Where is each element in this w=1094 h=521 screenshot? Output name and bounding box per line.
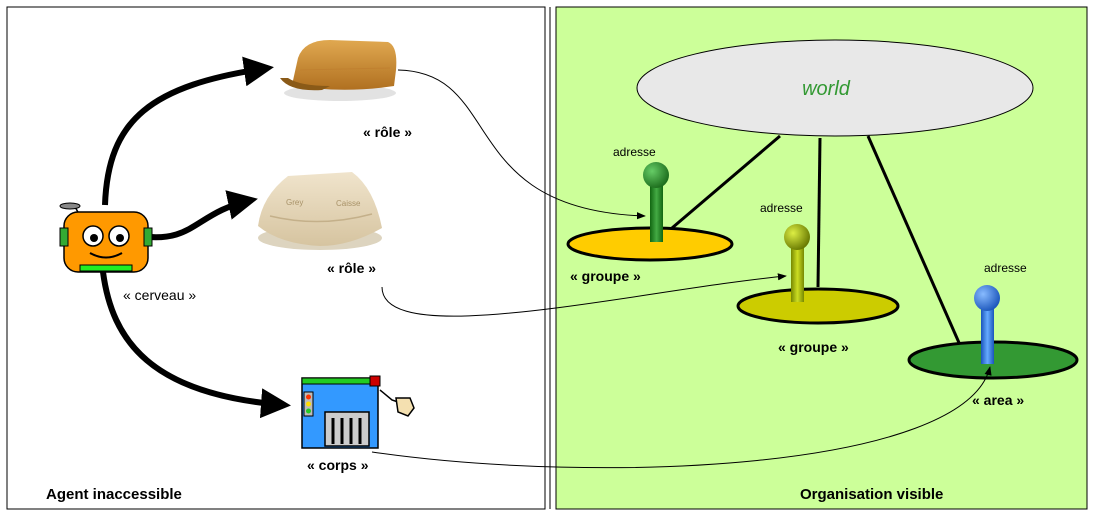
adresse-label-3: adresse (984, 261, 1027, 275)
adresse-pin-2[interactable] (784, 224, 810, 302)
corps-label: « corps » (307, 457, 369, 473)
link-role1-to-groupe1 (397, 69, 646, 220)
world-label: world (802, 78, 851, 100)
role-label-1: « rôle » (363, 124, 412, 140)
adresse-pin-3[interactable] (974, 285, 1000, 364)
link-role2-to-groupe2 (381, 273, 787, 317)
cerveau-label: « cerveau » (123, 287, 196, 303)
world-link-3 (866, 135, 962, 346)
arrow-cerveau-to-role-2 (139, 190, 258, 241)
world-ellipse[interactable] (636, 39, 1034, 137)
corps-robot-icon (301, 375, 415, 449)
adresse-pin-1[interactable] (643, 162, 669, 242)
arrow-cerveau-to-corps (100, 271, 291, 419)
adresse-label-2: adresse (760, 201, 803, 215)
groupe-label-1: « groupe » (570, 268, 641, 284)
bucket-hat-text-2: Caisse (336, 199, 361, 208)
arrow-cerveau-to-role-1 (102, 56, 274, 206)
groupe-label-2: « groupe » (778, 339, 849, 355)
link-corps-to-area (371, 366, 992, 469)
world-link-2 (816, 137, 822, 288)
agent-head-icon (59, 202, 153, 273)
world-link-1 (671, 134, 781, 230)
area-label: « area » (972, 392, 1024, 408)
adresse-label-1: adresse (613, 145, 656, 159)
groupe-ellipse-2[interactable] (736, 287, 900, 325)
bucket-hat-icon: Grey Caisse (258, 172, 382, 250)
left-panel-title: Agent inaccessible (46, 486, 182, 503)
role-label-2: « rôle » (327, 260, 376, 276)
cap-hat-icon (280, 40, 397, 101)
bucket-hat-text-1: Grey (286, 198, 303, 207)
right-panel-title: Organisation visible (800, 486, 943, 503)
